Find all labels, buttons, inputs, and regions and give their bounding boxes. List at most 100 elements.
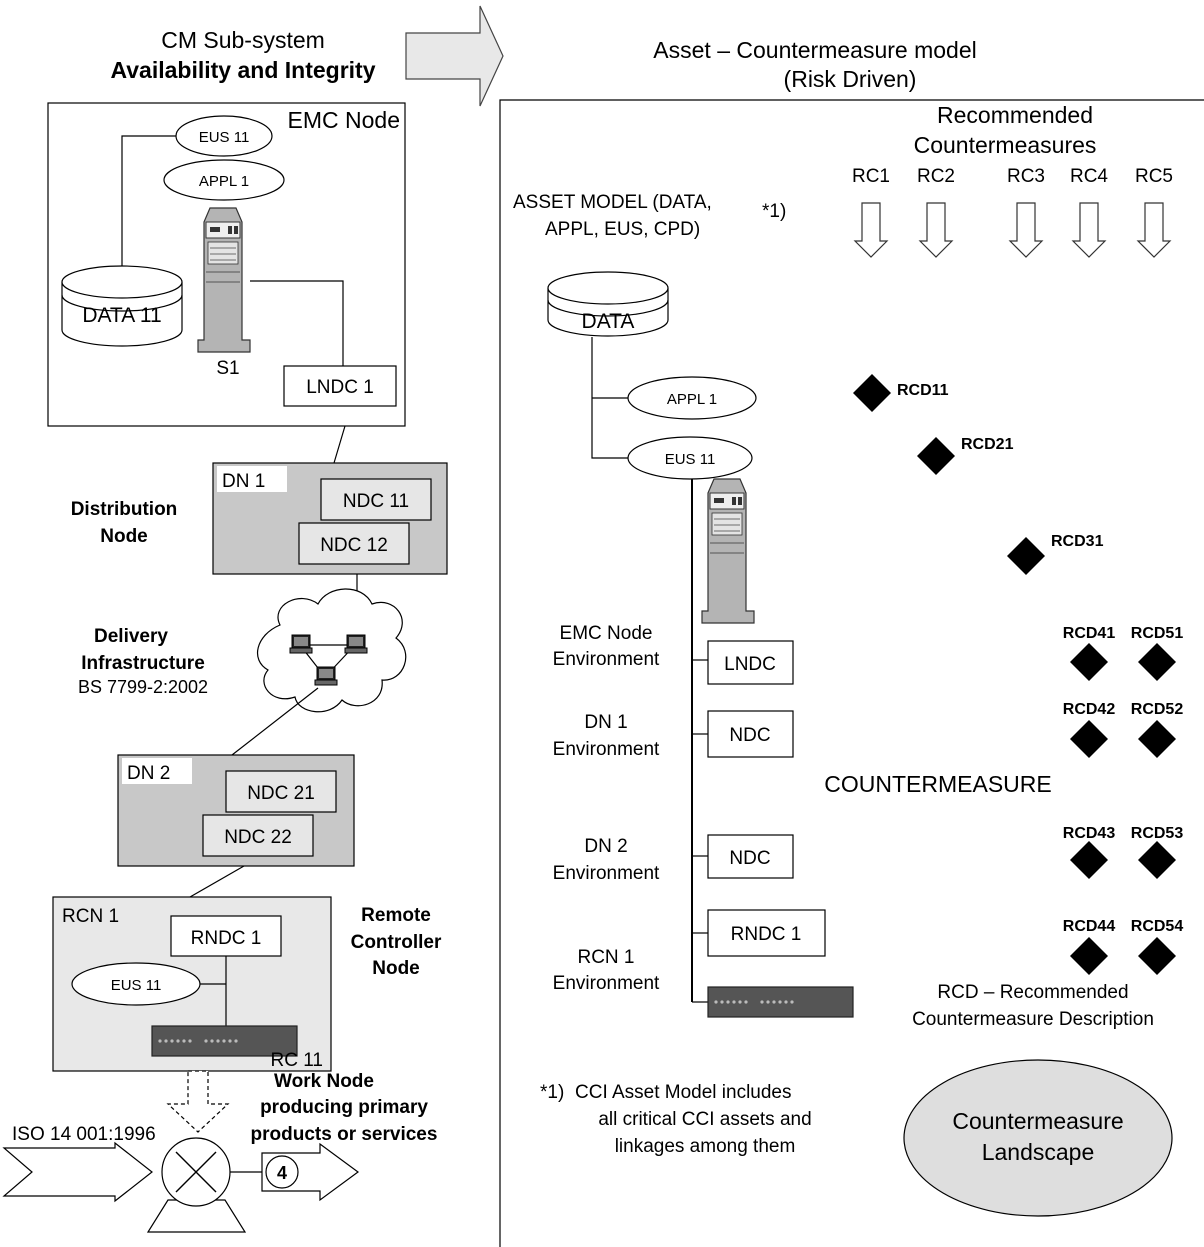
rcn-label-2: Controller — [351, 932, 442, 953]
rc3-label: RC3 — [1007, 166, 1045, 187]
rc5-arrow-icon — [1137, 202, 1171, 258]
asset-model-line1: ASSET MODEL (DATA, — [513, 192, 712, 213]
eus-11-ellipse — [175, 115, 273, 157]
rcd44-diamond-icon — [1070, 937, 1108, 975]
rcd21-diamond-icon — [917, 437, 955, 475]
lndc-box — [707, 640, 794, 685]
right-title-line1: Asset – Countermeasure model — [653, 37, 976, 63]
rcd41-diamond-icon — [1070, 643, 1108, 681]
data-cylinder — [547, 271, 669, 337]
rcd51-diamond-icon — [1138, 643, 1176, 681]
right-appl-1-label: APPL 1 — [667, 391, 717, 408]
rcd53-diamond-icon — [1138, 841, 1176, 879]
footnote-line3: linkages among them — [615, 1136, 796, 1157]
env-emc-2: Environment — [553, 649, 660, 670]
left-title-line2: Availability and Integrity — [111, 57, 376, 83]
delivery-cloud-icon — [257, 588, 407, 713]
appl-1-ellipse — [163, 159, 285, 201]
distribution-node-label-1: Distribution — [71, 499, 178, 520]
env-emc-1: EMC Node — [560, 623, 653, 644]
rcd52-label: RCD52 — [1131, 701, 1184, 718]
server-s1-label: S1 — [216, 358, 239, 379]
work-node-label-2: producing primary — [260, 1097, 428, 1118]
rcd31-diamond-icon — [1007, 537, 1045, 575]
rc-device-icon — [707, 986, 854, 1018]
footnote-line1: CCI Asset Model includes — [575, 1082, 792, 1103]
rc4-arrow-icon — [1072, 202, 1106, 258]
dn1-title-bg — [217, 466, 287, 492]
rcd41-label: RCD41 — [1063, 625, 1116, 642]
rcd31-label: RCD31 — [1051, 533, 1104, 550]
rcd42-label: RCD42 — [1063, 701, 1116, 718]
rcd51-label: RCD51 — [1131, 625, 1184, 642]
ndc-22-box — [202, 814, 314, 857]
dn2-rcn-link — [189, 865, 245, 898]
dn2-title: DN 2 — [127, 763, 170, 784]
laptop-icon-3 — [314, 666, 338, 686]
rc2-label: RC2 — [917, 166, 955, 187]
rcn-eus-11-ellipse — [71, 962, 201, 1006]
rndc-box — [707, 909, 826, 957]
emc-server-connector — [250, 280, 344, 366]
flow-arrow-icon — [405, 5, 504, 107]
distribution-node-label-2: Node — [100, 526, 148, 547]
rcd21-label: RCD21 — [961, 436, 1014, 453]
rc-11-label: RC 11 — [271, 1050, 323, 1071]
recommended-label-1: Recommended — [937, 102, 1093, 128]
rcd52-diamond-icon — [1138, 720, 1176, 758]
bus-branches — [692, 659, 708, 1003]
ndc-dn1-label: NDC — [729, 725, 770, 746]
dn2-title-bg — [122, 758, 192, 784]
rcd42-diamond-icon — [1070, 720, 1108, 758]
right-server-icon — [701, 478, 755, 624]
env-dn1-1: DN 1 — [584, 712, 627, 733]
left-title-line1: CM Sub-system — [161, 27, 325, 53]
asset-trunk-connector — [591, 337, 630, 459]
env-dn2-1: DN 2 — [584, 836, 627, 857]
data-11-label: DATA 11 — [82, 304, 161, 327]
delivery-label-2: Infrastructure — [81, 653, 205, 674]
rndc-label: RNDC 1 — [731, 924, 802, 945]
rc4-label: RC4 — [1070, 166, 1108, 187]
rcd-desc-line1: RCD – Recommended — [937, 982, 1128, 1003]
rc1-label: RC1 — [852, 166, 890, 187]
input-arrow-icon — [2, 1141, 153, 1203]
iso-standard: ISO 14 001:1996 — [12, 1124, 156, 1145]
rcd11-diamond-icon — [853, 374, 891, 412]
env-rcn-1: RCN 1 — [577, 947, 634, 968]
ndc-12-label: NDC 12 — [320, 535, 388, 556]
rcd54-diamond-icon — [1138, 937, 1176, 975]
ndc-11-box — [320, 478, 432, 521]
rcd54-label: RCD54 — [1131, 918, 1184, 935]
rcd11-label: RCD11 — [897, 382, 949, 399]
lndc-1-label: LNDC 1 — [306, 377, 374, 398]
control-down-arrow-icon — [166, 1070, 230, 1133]
emc-node-title: EMC Node — [288, 107, 400, 133]
env-dn2-2: Environment — [553, 863, 660, 884]
ndc-dn1-box — [707, 710, 794, 758]
rndc-1-box — [170, 915, 282, 957]
eus-11-label: EUS 11 — [199, 129, 250, 146]
ndc-11-label: NDC 11 — [343, 491, 409, 512]
rc-11-ports — [158, 1039, 238, 1043]
env-rcn-2: Environment — [553, 973, 660, 994]
data-label: DATA — [582, 310, 635, 333]
lndc-1-box — [283, 365, 397, 407]
ndc-dn2-label: NDC — [729, 848, 770, 869]
ndc-22-label: NDC 22 — [224, 827, 292, 848]
rc2-arrow-icon — [919, 202, 953, 258]
asset-model-note: *1) — [762, 201, 786, 222]
countermeasure-landscape-ellipse — [903, 1059, 1173, 1217]
work-node-label-3: products or services — [251, 1124, 438, 1145]
rcd-desc-line2: Countermeasure Description — [912, 1009, 1154, 1030]
rcd53-label: RCD53 — [1131, 825, 1184, 842]
work-node-label-1: Work Node — [274, 1071, 374, 1092]
rc-device-ports — [714, 1000, 794, 1004]
output-number: 4 — [277, 1163, 287, 1183]
rcd43-label: RCD43 — [1063, 825, 1116, 842]
appl-1-label: APPL 1 — [199, 173, 249, 190]
server-s1-icon — [197, 207, 251, 353]
output-number-circle — [265, 1155, 299, 1189]
footnote-line2: all critical CCI assets and — [598, 1109, 811, 1130]
cloud-dn2-link — [231, 687, 319, 756]
